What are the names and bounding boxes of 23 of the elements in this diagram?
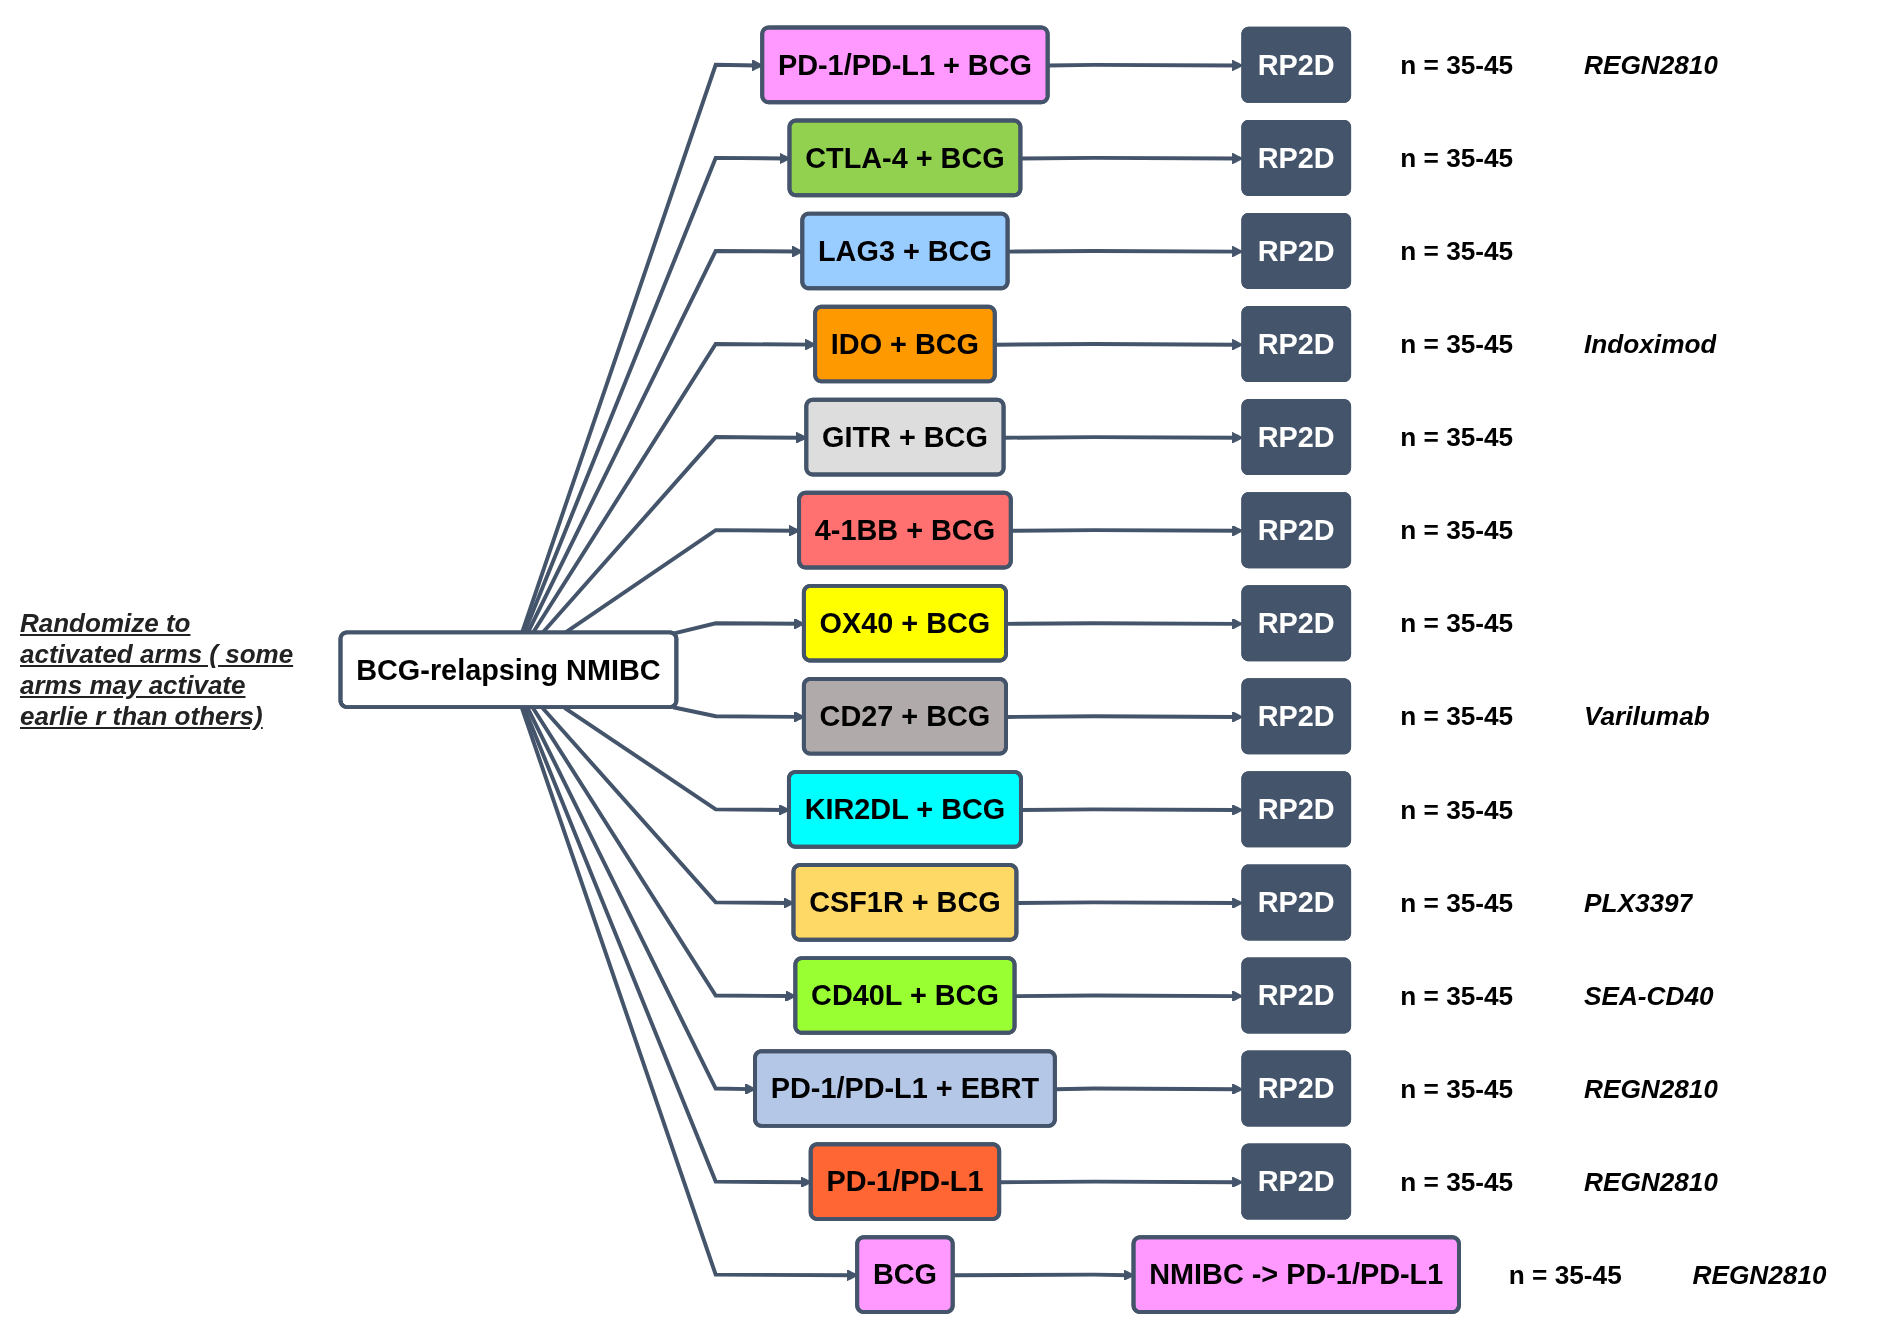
node-label: REGN2810 <box>1583 50 1719 80</box>
node-label: REGN2810 <box>1583 1167 1719 1197</box>
node-label: n = 35-45 <box>1400 702 1514 731</box>
node-label: n = 35-45 <box>1400 422 1514 452</box>
node-label: REGN2810 <box>1583 1074 1719 1104</box>
node-label: n = 35-45 <box>1400 981 1514 1011</box>
node-label: SEA-CD40 <box>1583 981 1714 1011</box>
node-label: REGN2810 <box>1692 1260 1827 1290</box>
node-label: Varilumab <box>1583 702 1710 731</box>
node-label: PLX3397 <box>1583 888 1694 918</box>
node-label: n = 35-45 <box>1400 515 1514 545</box>
node-label: n = 35-45 <box>1400 1074 1514 1104</box>
note-text: Randomize to activated arms ( some arms may activate earlie r than others) <box>20 608 295 732</box>
node-label: n = 35-45 <box>1400 795 1514 825</box>
node-label: n = 35-45 <box>1400 50 1514 80</box>
node-label: n = 35-45 <box>1400 609 1514 638</box>
node-label: n = 35-45 <box>1400 236 1514 266</box>
node-label: n = 35-45 <box>1400 329 1514 359</box>
node-label: n = 35-45 <box>1400 888 1514 918</box>
node-label: n = 35-45 <box>1400 1167 1514 1197</box>
node-label: n = 35-45 <box>1508 1260 1622 1290</box>
node-label: n = 35-45 <box>1400 143 1514 173</box>
node-label: Indoximod <box>1583 329 1717 359</box>
